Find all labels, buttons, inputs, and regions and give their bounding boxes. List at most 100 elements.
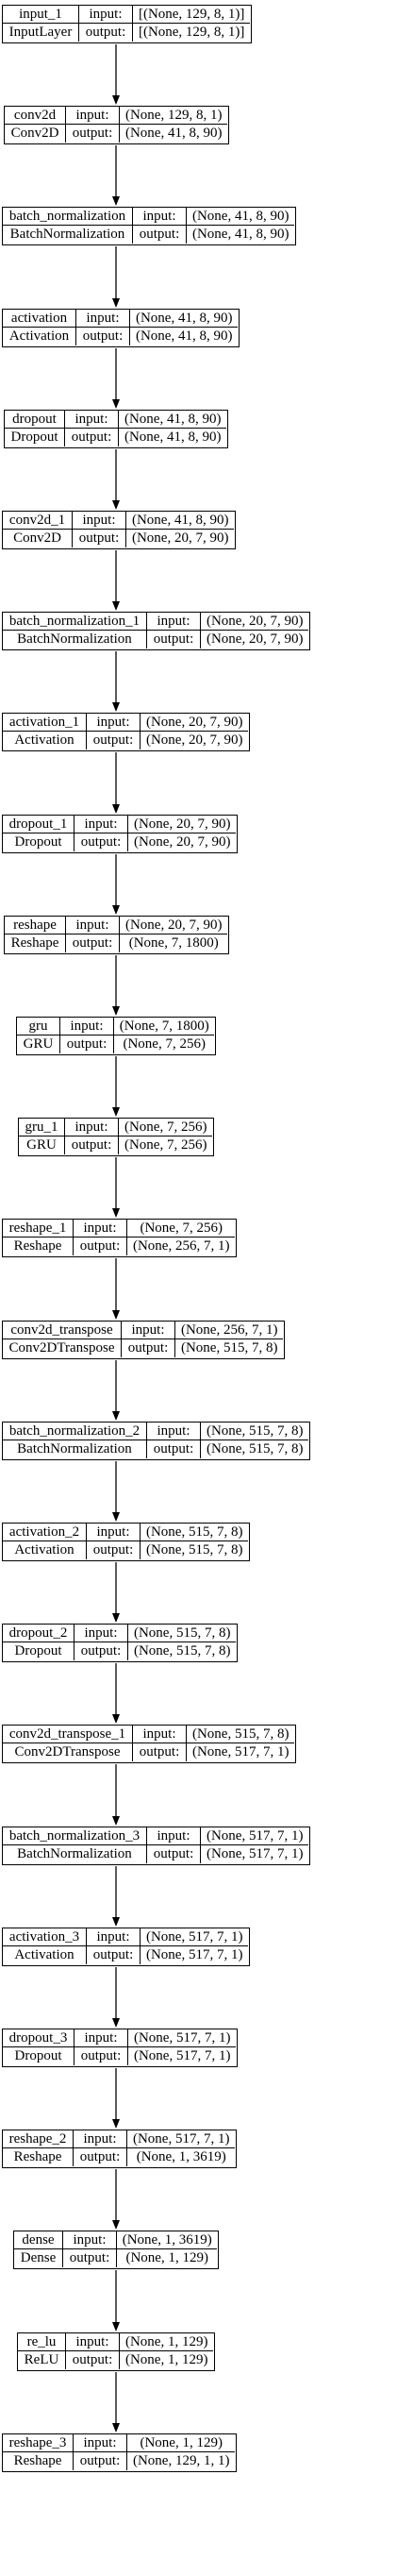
output-shape: (None, 515, 7, 8): [145, 1542, 243, 1558]
layer-name: input_1: [3, 6, 79, 25]
output-label: output:: [74, 833, 128, 852]
input-shape: (None, 517, 7, 1): [201, 1827, 309, 1846]
input-shape: (None, 20, 7, 90): [128, 816, 237, 834]
edge-conv2d-transpose-1-to-batch-normalization-3: [112, 1764, 120, 1826]
layer-type: BatchNormalization: [3, 226, 133, 244]
layer-type: BatchNormalization: [3, 1845, 147, 1864]
layer-box: dropout Dropout input: output: (None, 41…: [4, 410, 228, 448]
layer-type: Reshape: [3, 2148, 74, 2167]
input-label: input:: [74, 2130, 127, 2149]
layer-type: BatchNormalization: [3, 631, 147, 649]
output-label: output:: [74, 1642, 128, 1661]
layer-name: dropout: [5, 411, 65, 429]
output-label: output:: [74, 2148, 127, 2167]
layer-box: batch_normalization_2 BatchNormalization…: [2, 1422, 310, 1460]
edge-gru-1-to-reshape-1: [112, 1157, 120, 1218]
output-shape: (None, 1, 129): [125, 2250, 208, 2266]
layer-box: re_lu ReLU input: output: (None, 1, 129)…: [17, 2332, 215, 2371]
layer-name: activation: [3, 310, 76, 328]
input-label: input:: [73, 512, 126, 530]
input-shape: (None, 41, 8, 90): [126, 512, 235, 530]
output-shape: [(None, 129, 8, 1)]: [138, 25, 245, 41]
output-label: output:: [133, 1743, 187, 1762]
layer-type: Dropout: [3, 2047, 74, 2066]
input-label: input:: [65, 411, 119, 429]
arrowhead-icon: [112, 1917, 120, 1927]
layer-type: ReLU: [18, 2351, 66, 2370]
edge-dropout-to-conv2d-1: [112, 449, 120, 510]
layer-name: conv2d_transpose: [3, 1322, 122, 1340]
arrowhead-icon: [112, 1107, 120, 1117]
edge-conv2d-to-batch-normalization: [112, 145, 120, 206]
edge-input-1-to-conv2d: [112, 44, 120, 105]
input-shape: (None, 256, 7, 1): [175, 1322, 284, 1340]
layer-name: reshape: [5, 917, 66, 935]
arrowhead-icon: [112, 500, 120, 510]
output-shape: (None, 20, 7, 90): [145, 732, 243, 749]
layer-name: conv2d_1: [3, 512, 73, 530]
input-label: input:: [66, 917, 120, 935]
layer-box: conv2d Conv2D input: output: (None, 129,…: [4, 106, 229, 144]
output-shape: (None, 129, 1, 1): [132, 2453, 230, 2469]
edge-activation-2-to-dropout-2: [112, 1562, 120, 1623]
layer-box: batch_normalization_3 BatchNormalization…: [2, 1827, 310, 1865]
layer-box: dense Dense input: output: (None, 1, 361…: [13, 2231, 219, 2269]
layer-type: Dropout: [3, 1642, 74, 1661]
input-label: input:: [74, 2434, 127, 2453]
output-label: output:: [133, 226, 187, 244]
edge-batch-normalization-to-activation: [112, 246, 120, 308]
layer-type: Reshape: [5, 934, 66, 953]
input-label: input:: [66, 2333, 120, 2352]
arrowhead-icon: [112, 298, 120, 308]
input-shape: (None, 129, 8, 1): [120, 107, 228, 126]
layer-type: Activation: [3, 732, 87, 750]
edge-dropout-3-to-reshape-2: [112, 2068, 120, 2129]
input-shape: (None, 7, 1800): [114, 1018, 215, 1036]
output-label: output:: [74, 2452, 127, 2471]
arrowhead-icon: [112, 2220, 120, 2230]
layer-box: conv2d_transpose Conv2DTranspose input: …: [2, 1321, 285, 1359]
layer-box: activation Activation input: output: (No…: [2, 309, 240, 347]
input-shape: (None, 41, 8, 90): [187, 208, 295, 227]
edge-batch-normalization-2-to-activation-2: [112, 1461, 120, 1522]
output-label: output:: [65, 1136, 119, 1155]
layer-type: Activation: [3, 1946, 87, 1965]
output-shape: (None, 515, 7, 8): [206, 1441, 304, 1457]
layer-box: gru_1 GRU input: output: (None, 7, 256) …: [18, 1118, 214, 1156]
output-shape: (None, 517, 7, 1): [191, 1744, 289, 1760]
output-label: output:: [87, 1541, 141, 1560]
input-shape: (None, 7, 256): [127, 1220, 236, 1238]
edge-reshape-to-gru: [112, 955, 120, 1016]
input-shape: (None, 41, 8, 90): [130, 310, 239, 328]
output-label: output:: [74, 1237, 127, 1256]
layer-box: conv2d_1 Conv2D input: output: (None, 41…: [2, 511, 236, 549]
edge-dropout-2-to-conv2d-transpose-1: [112, 1663, 120, 1724]
input-label: input:: [74, 1220, 127, 1238]
layer-type: Dense: [14, 2249, 63, 2268]
output-shape: (None, 41, 8, 90): [124, 126, 223, 142]
arrowhead-icon: [112, 399, 120, 409]
layer-type: Activation: [3, 328, 76, 346]
input-shape: (None, 517, 7, 1): [141, 1928, 249, 1947]
layer-box: reshape_2 Reshape input: output: (None, …: [2, 2130, 237, 2168]
arrowhead-icon: [112, 1310, 120, 1320]
edge-gru-to-gru-1: [112, 1056, 120, 1117]
arrowhead-icon: [112, 601, 120, 611]
layer-name: batch_normalization_2: [3, 1423, 147, 1441]
edge-activation-to-dropout: [112, 348, 120, 409]
input-shape: (None, 515, 7, 8): [141, 1524, 249, 1542]
edge-dropout-1-to-reshape: [112, 854, 120, 915]
arrowhead-icon: [112, 702, 120, 712]
layer-box: activation_3 Activation input: output: (…: [2, 1928, 250, 1966]
output-label: output:: [66, 2351, 120, 2370]
output-label: output:: [63, 2249, 117, 2268]
layer-box: dropout_3 Dropout input: output: (None, …: [2, 2029, 238, 2067]
output-shape: (None, 20, 7, 90): [206, 631, 304, 648]
arrowhead-icon: [112, 196, 120, 206]
layer-box: reshape_1 Reshape input: output: (None, …: [2, 1219, 237, 1257]
output-shape: (None, 1, 129): [124, 2352, 208, 2368]
output-shape: (None, 20, 7, 90): [131, 530, 229, 547]
input-shape: (None, 20, 7, 90): [201, 613, 309, 631]
output-label: output:: [122, 1339, 175, 1358]
